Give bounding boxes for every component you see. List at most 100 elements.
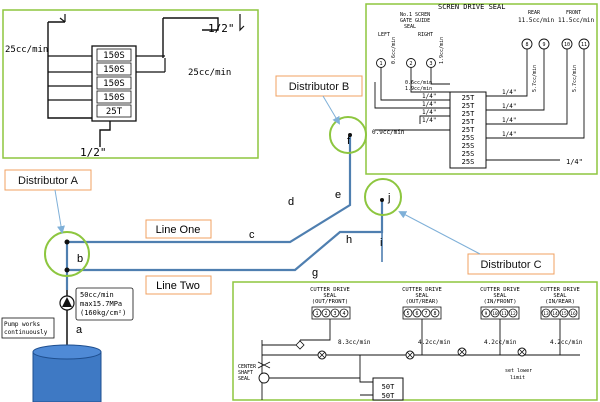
distributor-a-ring[interactable] — [44, 231, 90, 277]
seal-number: 5 — [406, 311, 409, 317]
port-label: 25T — [462, 94, 475, 102]
seal-number: 13 — [543, 311, 549, 317]
top-right-distributor-block — [449, 91, 487, 169]
center-shaft-seal-point — [258, 372, 270, 384]
flow-indicators — [295, 340, 527, 360]
rear-rate: 11.5cc/min — [518, 17, 555, 24]
flow-left-label: 25cc/min — [5, 45, 48, 55]
port-label: 150S — [103, 79, 125, 89]
port-label: 25S — [462, 134, 475, 142]
seal-number: 1 — [315, 311, 318, 317]
line-one-label: Line One — [156, 224, 201, 236]
point-label: a — [76, 324, 83, 336]
seal-number: 10 — [492, 311, 498, 317]
fitting-label: 1/4" — [502, 131, 516, 138]
port-label: 25T — [106, 107, 123, 117]
point-label: g — [312, 267, 318, 279]
junction-dot — [380, 198, 384, 202]
line-one-pipe — [67, 135, 352, 244]
bottom-port-label: 50T — [382, 383, 395, 391]
port-label: 25T — [462, 102, 475, 110]
distributor-rings — [44, 116, 402, 277]
front-label: FRONT — [566, 10, 581, 16]
point-label: f — [347, 135, 351, 147]
bottom-port-label: 50T — [382, 392, 395, 400]
feed-circle-number: 11 — [581, 42, 587, 48]
point-label: d — [288, 196, 294, 208]
point-label: i — [380, 237, 382, 249]
rate-vertical: 0.6cc/min — [391, 37, 397, 64]
feed-circle-number: 10 — [564, 42, 570, 48]
distributor-c-leader — [398, 211, 481, 255]
seal-number: 11 — [501, 311, 507, 317]
port-label: 25T — [462, 110, 475, 118]
port-label: 150S — [103, 51, 125, 61]
main-piping — [65, 135, 384, 290]
seal-rate: 4.2cc/min — [550, 339, 583, 346]
seal-number: 2 — [324, 311, 327, 317]
distributor-b-leader — [322, 95, 341, 125]
fitting-label: 1/4" — [502, 103, 516, 110]
rate-vertical: 5.7cc/min — [572, 65, 578, 92]
junction-dot — [64, 267, 70, 273]
fitting-label: 1/4" — [422, 93, 436, 100]
top-right-ports: 25T 25T 25T 25T 25T 25S 25S 25S 25S — [462, 94, 475, 166]
distributor-a-label-box — [4, 169, 92, 191]
rate-vertical: 5.7cc/min — [532, 65, 538, 92]
distributor-b-ring[interactable] — [329, 116, 367, 154]
seal-rate: 8.3cc/min — [338, 339, 371, 346]
line-two-label-box — [145, 275, 212, 295]
distributor-labels: Distributor A Distributor B Distributor … — [4, 75, 555, 275]
distributor-a-label: Distributor A — [18, 175, 79, 187]
distributor-c-ring[interactable] — [364, 178, 402, 216]
port-label: 25S — [462, 158, 475, 166]
distributor-c-label: Distributor C — [480, 259, 541, 271]
seal-number: 15 — [561, 311, 567, 317]
right-label: RIGHT — [418, 32, 433, 38]
seal-number: 12 — [510, 311, 516, 317]
distributor-b-label: Distributor B — [289, 81, 350, 93]
line-two-label: Line Two — [156, 280, 200, 292]
junction-dot — [348, 133, 352, 137]
junction-dot — [64, 239, 70, 245]
line-one-label-box — [145, 219, 212, 239]
bottom-pipe-label: 1/4" — [566, 158, 583, 166]
port-label: 25S — [462, 150, 475, 158]
port-label: 150S — [103, 93, 125, 103]
left-label: LEFT — [378, 32, 390, 38]
flow-right-label: 25cc/min — [188, 68, 231, 78]
fitting-label: 1/4" — [422, 101, 436, 108]
pump-note-box — [1, 317, 55, 339]
pipe-bottom-label: 1/2" — [80, 146, 107, 159]
top-right-title: SCREN DRIVE SEAL — [438, 3, 505, 11]
fitting-label: 1/4" — [422, 109, 436, 116]
feed-circle-number: 8 — [525, 42, 528, 48]
distributor-a-leader — [54, 189, 65, 234]
seal-number: 6 — [415, 311, 418, 317]
point-label: j — [387, 192, 390, 204]
point-label: c — [249, 229, 255, 241]
seal-number: 9 — [485, 311, 488, 317]
fitting-label: 1/4" — [502, 89, 516, 96]
feed-circle-number: 1 — [379, 61, 382, 67]
line-two-pipe — [67, 200, 384, 272]
rate-vertical: 1.9cc/min — [439, 37, 445, 64]
port-label: 150S — [103, 65, 125, 75]
seal-number: 7 — [424, 311, 427, 317]
bottom-distributor-block — [372, 377, 404, 401]
seal-number: 8 — [433, 311, 436, 317]
